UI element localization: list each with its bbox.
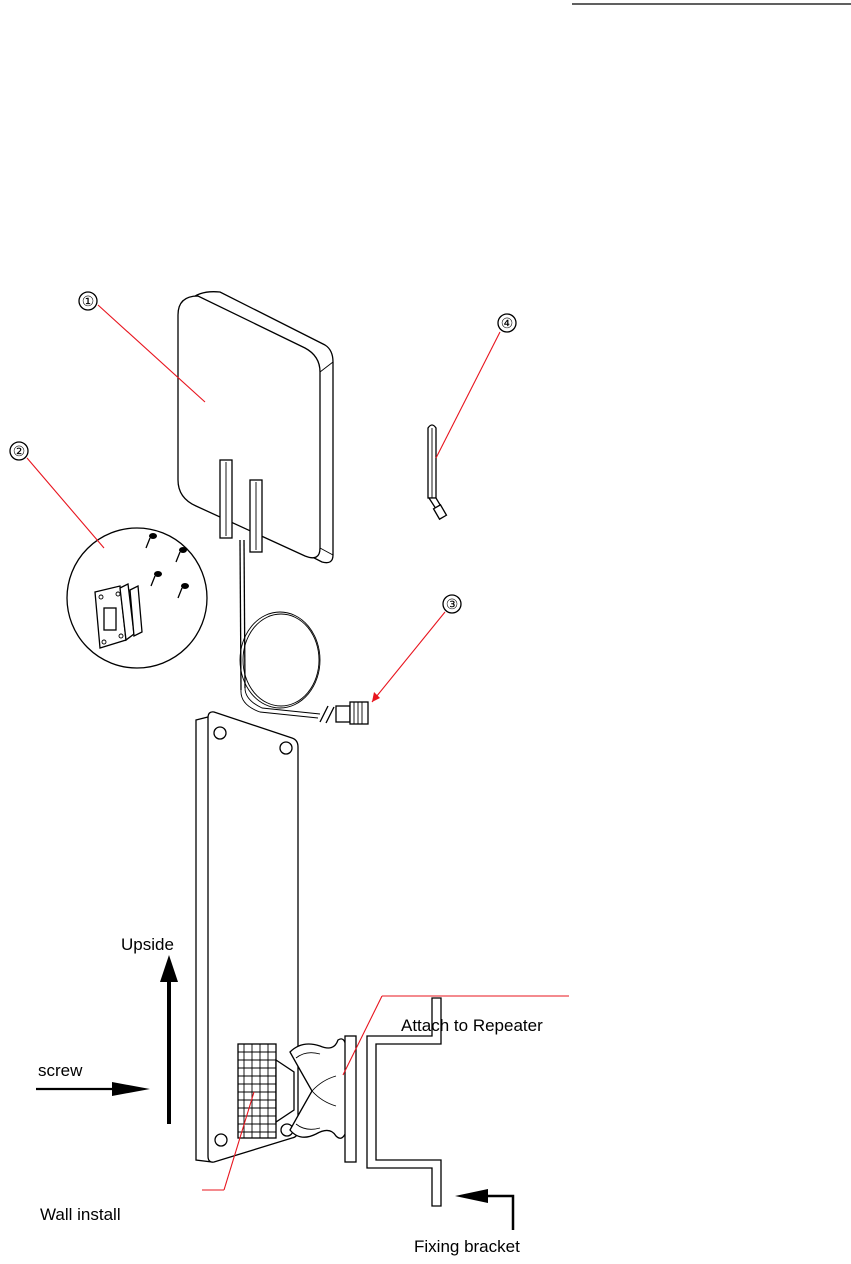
callout-2: ② [10, 442, 104, 548]
top-figure: ① ② ③ ④ [10, 292, 516, 724]
screw-arrow [36, 1082, 150, 1096]
callout-1-number: ① [82, 293, 95, 309]
whip-antenna [428, 425, 446, 519]
upside-arrow [160, 955, 178, 1124]
wall-install-label: Wall install [40, 1205, 121, 1224]
screw-label: screw [38, 1061, 83, 1080]
fixing-bracket-arrow [455, 1189, 513, 1230]
callout-4-number: ④ [501, 315, 514, 331]
panel-antenna [178, 292, 333, 563]
fixing-bracket-label: Fixing bracket [414, 1237, 520, 1256]
callout-2-number: ② [13, 443, 26, 459]
upside-label: Upside [121, 935, 174, 954]
attach-label: Attach to Repeater [401, 1016, 543, 1035]
callout-4: ④ [436, 314, 516, 458]
bottom-figure: Upside screw [36, 712, 569, 1256]
repeater-plate [345, 1036, 356, 1162]
callout-3-number: ③ [446, 596, 459, 612]
callout-3: ③ [372, 595, 461, 702]
antenna-cable [240, 540, 368, 724]
mount-kit-inset [67, 528, 207, 668]
